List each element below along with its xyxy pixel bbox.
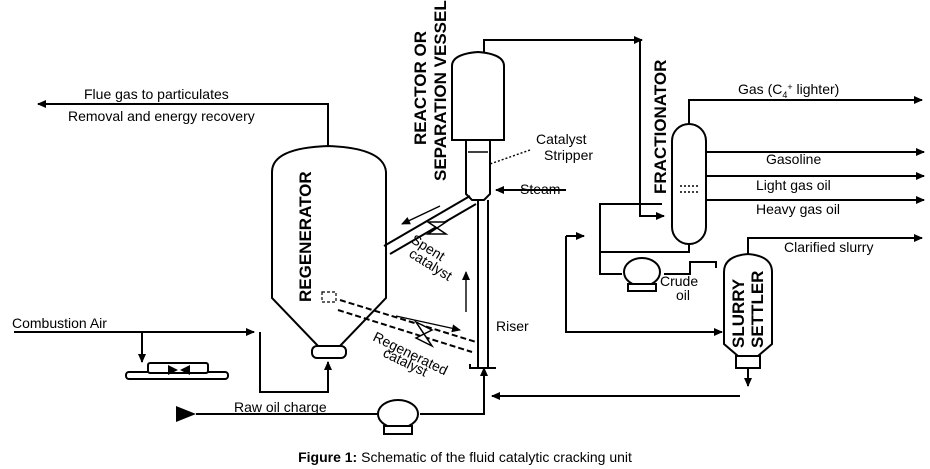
removal-label: Removal and energy recovery xyxy=(68,108,255,124)
reactor-label-2: SEPARATION VESSEL xyxy=(431,0,450,181)
caption-prefix: Figure 1: xyxy=(298,449,358,465)
spent-catalyst-line xyxy=(383,195,477,255)
slurry-label: SLURRY xyxy=(729,278,748,348)
flue-gas-line xyxy=(37,100,329,148)
spent-catalyst-valve xyxy=(425,221,449,235)
slurry-settler-vessel xyxy=(723,252,773,369)
gas-label: Gas (C4+ lighter) xyxy=(738,81,839,100)
heavy-gas-oil-label: Heavy gas oil xyxy=(756,201,840,217)
crude-oil-label-2: oil xyxy=(676,287,690,303)
light-gas-oil-label: Light gas oil xyxy=(756,177,831,193)
crude-oil-pump xyxy=(623,257,661,292)
reactor-label-1: REACTOR OR xyxy=(411,31,430,145)
raw-oil-charge-line xyxy=(176,367,488,422)
crude-oil-label-1: Crude xyxy=(660,273,698,289)
reactor-overhead-line xyxy=(483,36,665,220)
flue-gas-label: Flue gas to particulates xyxy=(84,86,229,102)
caption-text: Schematic of the fluid catalytic crackin… xyxy=(357,449,632,465)
air-blower xyxy=(125,362,229,380)
combustion-air-line xyxy=(14,328,332,393)
regenerated-catalyst-line xyxy=(337,299,477,353)
figure-caption: Figure 1: Schematic of the fluid catalyt… xyxy=(0,449,930,465)
fcc-schematic: Flue gas to particulates Removal and ene… xyxy=(12,0,925,435)
reactor-vessel xyxy=(451,50,505,201)
gasoline-label: Gasoline xyxy=(766,151,821,167)
combustion-air-label: Combustion Air xyxy=(12,315,107,331)
stripper-leader xyxy=(489,149,531,165)
fractionator-products xyxy=(688,96,925,204)
crude-oil-recycle xyxy=(565,203,723,336)
fractionator-column xyxy=(671,123,707,245)
riser xyxy=(462,200,496,369)
catalyst-stripper-label-1: Catalyst xyxy=(536,131,587,147)
charge-pump xyxy=(377,399,419,435)
fractionator-label: FRACTIONATOR xyxy=(651,60,670,194)
riser-label: Riser xyxy=(496,318,529,334)
regenerator-vessel xyxy=(271,144,387,359)
settler-label: SETTLER xyxy=(748,271,767,348)
regenerator-label: REGENERATOR xyxy=(296,171,315,302)
regenerated-catalyst-valve xyxy=(413,320,435,348)
steam-label: Steam xyxy=(520,181,560,197)
slurry-settler-lines xyxy=(491,234,923,400)
clarified-slurry-label: Clarified slurry xyxy=(784,239,873,255)
raw-oil-charge-label: Raw oil charge xyxy=(234,399,327,415)
catalyst-stripper-label-2: Stripper xyxy=(544,147,593,163)
